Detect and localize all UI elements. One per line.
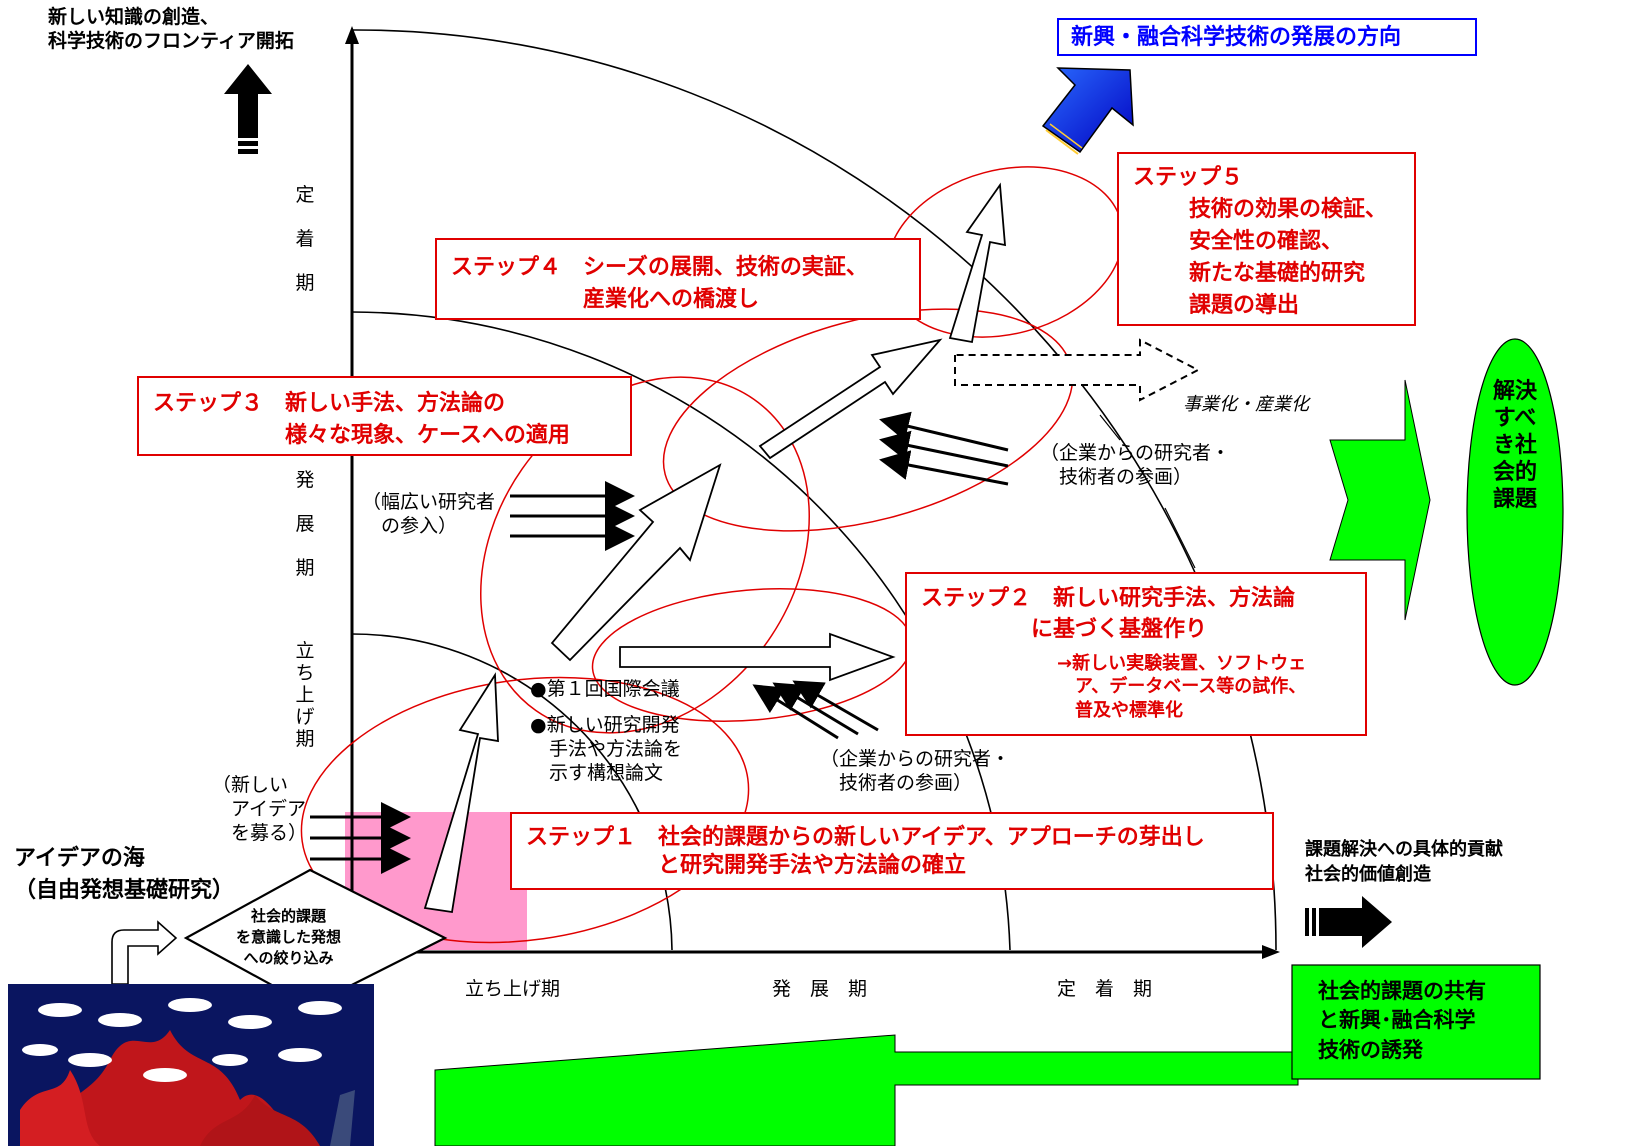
step1-text: ステップ１ 社会的課題からの新しいアイデア、アプローチの芽出し と研究開発手法や… (526, 825, 1205, 878)
direction-label: 新興・融合科学技術の発展の方向 (1071, 25, 1402, 50)
step3-text: ステップ３ 新しい手法、方法論の 様々な現象、ケースへの適用 (153, 391, 570, 448)
step1-box: ステップ１ 社会的課題からの新しいアイデア、アプローチの芽出し と研究開発手法や… (510, 812, 1274, 890)
arrow-step5-up (948, 182, 1006, 344)
y-axis-arrowhead (345, 26, 359, 44)
green-arrow-feedback (434, 1034, 1299, 1146)
societal-issue-label: 解決すべき社会的課題 (1492, 379, 1537, 512)
arrow-industry4-3 (879, 450, 1009, 486)
commercialization-label: 事業化・産業化 (1183, 394, 1309, 415)
contribution-arrow (1305, 896, 1392, 948)
industry-researchers-note-4: （企業からの研究者・ 技術者の参画） (1040, 442, 1231, 488)
arrow-step1-up (423, 672, 499, 914)
broad-researchers-note: （幅広い研究者 の参入） (362, 491, 496, 537)
diamond-label: 社会的課題 を意識した発想 への絞り込み (236, 907, 342, 967)
ellipse-step3 (480, 376, 810, 734)
step4-text: ステップ４ シーズの展開、技術の実証、 産業化への橋渡し (451, 255, 868, 312)
contribution-label: 課題解決への具体的貢献 社会的価値創造 (1305, 839, 1503, 886)
sea-of-ideas-label: アイデアの海 （自由発想基礎研究） (14, 846, 235, 903)
step5-body: 技術の効果の検証、 安全性の確認、 新たな基礎的研究 課題の導出 (1189, 197, 1388, 318)
bent-arrow (111, 920, 178, 985)
step2-subtext: →新しい実験装置、ソフトウェ ア、データベース等の試作、 普及や標準化 (1057, 653, 1307, 721)
new-ideas-note: （新しい アイデア を募る） (212, 774, 308, 844)
step5-title: ステップ５ (1133, 165, 1244, 190)
arrow-commercialization (954, 338, 1201, 402)
arrow-step2-right (619, 632, 896, 682)
conference-note: ●第１回国際会議 (530, 678, 680, 700)
step5-box: ステップ５ 技術の効果の検証、 安全性の確認、 新たな基礎的研究 課題の導出 (1117, 152, 1416, 326)
x-axis-arrowhead (1262, 945, 1280, 959)
x-label-tachiage: 立ち上げ期 (465, 978, 561, 1000)
arrow-industry2-2 (772, 682, 859, 736)
y-label-teichaku: 定 着 期 (295, 184, 315, 294)
x-label-hatten: 発 展 期 (772, 978, 868, 1000)
knowledge-up-arrow (224, 64, 272, 154)
green-arrow-solution (1329, 379, 1431, 621)
y-label-tachiage: 立 ち 上 げ 期 (295, 640, 315, 750)
arrow-step4-diag (758, 338, 943, 460)
societal-issue-oval (1466, 338, 1564, 686)
connector-line (1164, 507, 1196, 569)
shared-issue-label: 社会的課題の共有 と新興･融合科学 技術の誘発 (1318, 979, 1486, 1062)
arrow-industry4-2 (879, 430, 1009, 468)
step2-box: ステップ２ 新しい研究手法、方法論 に基づく基盤作り →新しい実験装置、ソフトウ… (905, 572, 1367, 736)
step2-title: ステップ２ 新しい研究手法、方法論 に基づく基盤作り (921, 586, 1296, 642)
step4-box: ステップ４ シーズの展開、技術の実証、 産業化への橋渡し (435, 238, 921, 320)
direction-box: 新興・融合科学技術の発展の方向 (1057, 18, 1477, 56)
connector-line-2 (1099, 414, 1121, 441)
arrow-industry2-1 (752, 684, 839, 740)
y-label-hatten: 発 展 期 (295, 469, 315, 579)
knowledge-creation-label: 新しい知識の創造、 科学技術のフロンティア開拓 (48, 6, 294, 52)
step3-box: ステップ３ 新しい手法、方法論の 様々な現象、ケースへの適用 (137, 376, 632, 456)
arc-hatten (351, 311, 1011, 951)
sea-of-ideas-illustration (8, 984, 374, 1146)
shared-issue-box (1291, 964, 1541, 1080)
blue-direction-arrow (1041, 67, 1134, 155)
arrow-step3-diag (550, 463, 722, 662)
x-label-teichaku: 定 着 期 (1057, 978, 1153, 1000)
arrow-industry2-3 (792, 680, 879, 732)
industry-researchers-note-2: （企業からの研究者・ 技術者の参画） (820, 748, 1011, 794)
arrow-industry4-1 (879, 411, 1009, 452)
concept-paper-note: ●新しい研究開発 手法や方法論を 示す構想論文 (530, 714, 683, 784)
